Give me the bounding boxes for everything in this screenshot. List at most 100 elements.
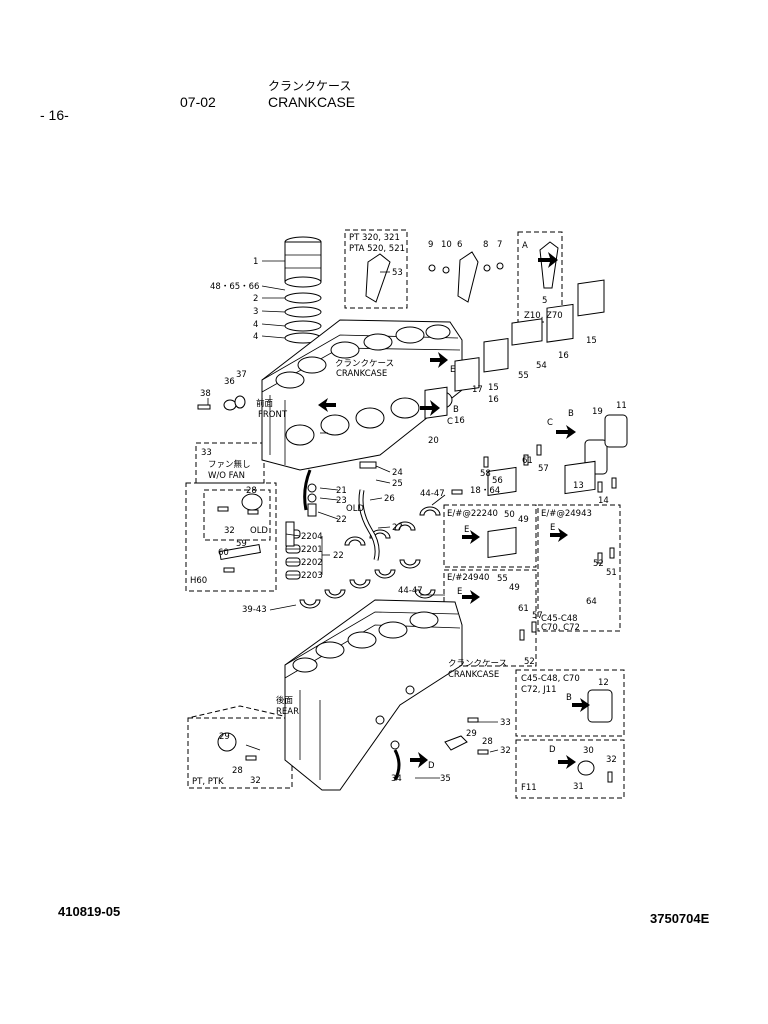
pt-ptk-label: PT, PTK [192,777,224,787]
part-number: 15 [586,336,597,346]
arrow-letter: E [550,523,555,533]
part-number: 28 [482,737,493,747]
part-number: 21 [336,486,347,496]
part-number: 27 [392,523,403,533]
part-number: 16 [558,351,569,361]
part-number: 17 [472,385,483,395]
part-number: 19 [592,407,603,417]
part-number: 2201 [301,545,323,555]
e24940-label: E/#24940 [447,573,489,583]
c45b-label-1: C45-C48, C70 [521,674,580,684]
arrow-letter: D [428,761,435,771]
arrow-letter: D [549,745,556,755]
part-number: 35 [440,774,451,784]
part-number: 4 [253,332,258,342]
arrow-letter: E [464,525,469,535]
part-number: 8 [483,240,488,250]
part-number: 29 [219,732,230,742]
part-number: 32 [224,526,235,536]
part-number: 39-43 [242,605,267,615]
crankcase-lower-block [284,599,463,791]
part-number: 32 [500,746,511,756]
page-title: CRANKCASE [268,94,356,110]
part-number: 59 [236,539,247,549]
part-number: 38 [200,389,211,399]
part-number: 22 [333,551,344,561]
part-number: 52 [593,559,604,569]
part-number: 33 [500,718,511,728]
part-number: 6 [457,240,462,250]
rear-callout-jp: 後面 [276,695,294,706]
footer-right-code: 3750704E [650,911,710,926]
old-inner-label: OLD [250,526,268,536]
part-number: 56 [492,476,503,486]
part-number: 60 [218,548,229,558]
part-number: 37 [236,370,247,380]
part-number: 52 [524,657,535,667]
leader-lines [207,260,499,779]
part-number: 9 [428,240,433,250]
c45-label-2: C70, C72 [541,623,580,633]
rear-callout-en: REAR [276,707,299,717]
e24943-group-box [537,504,621,632]
front-callout-en: FRONT [258,410,288,420]
crankcase-callout-en-1: CRANKCASE [336,369,387,379]
arrow-letter: B [568,409,574,419]
part-number: 13 [573,481,584,491]
e22240-group-box [443,504,537,568]
part-number: 2202 [301,558,323,568]
pt-label-1: PT 320, 321 [349,233,400,243]
arrow-letter: E [457,587,462,597]
part-number: 18・64 [470,486,500,496]
crankcase-callout-en-2: CRANKCASE [448,670,499,680]
pt-label-2: PTA 520, 521 [349,244,405,254]
bracket-6 [457,251,479,303]
plug-36 [223,399,237,411]
section-code: 07-02 [180,94,216,110]
part-number: 7 [497,240,502,250]
bolt-38 [197,404,211,410]
footer-left-code: 410819-05 [58,904,121,919]
bracket-53 [365,253,391,303]
pt-bracket-group-box [344,229,408,309]
part-number: 2 [253,294,258,304]
f11-group-box [515,739,625,799]
part-number: 14 [598,496,609,506]
part-number: 24 [392,468,403,478]
part-number: 32 [606,755,617,765]
arrow-letter: C [447,417,453,427]
pipe-26 [358,489,380,561]
side-covers [217,279,628,781]
part-number: 11 [616,401,627,411]
title-japanese: クランクケース [268,79,352,93]
part-number: 1 [253,257,258,267]
part-number: 49 [518,515,529,525]
part-number: 25 [392,479,403,489]
e22240-label: E/#@22240 [447,509,498,519]
washer-8 [483,264,491,272]
front-callout-jp: 前面 [256,398,274,409]
part-number: 5 [542,296,547,306]
c45b-label-2: C72, J11 [521,685,556,695]
c45-label-1: C45-C48 [541,614,578,624]
part-number: 58 [480,469,491,479]
part-number: 31 [573,782,584,792]
part-number: 26 [384,494,395,504]
part-number: 16 [454,416,465,426]
part-number: 32 [250,776,261,786]
part-number: 12 [598,678,609,688]
part-number: 53 [392,268,403,278]
part-number: 10 [441,240,452,250]
old-label: OLD [346,504,364,514]
part-number: 2204 [301,532,323,542]
part-number: 44-47 [420,489,445,499]
cylinder-liner [284,236,322,344]
part-number: 57 [532,611,543,621]
part-number: 23 [336,496,347,506]
part-number: 44-47 [398,586,423,596]
part-number: 57 [538,464,549,474]
part-number: 30 [583,746,594,756]
pipe-drain [303,469,312,511]
